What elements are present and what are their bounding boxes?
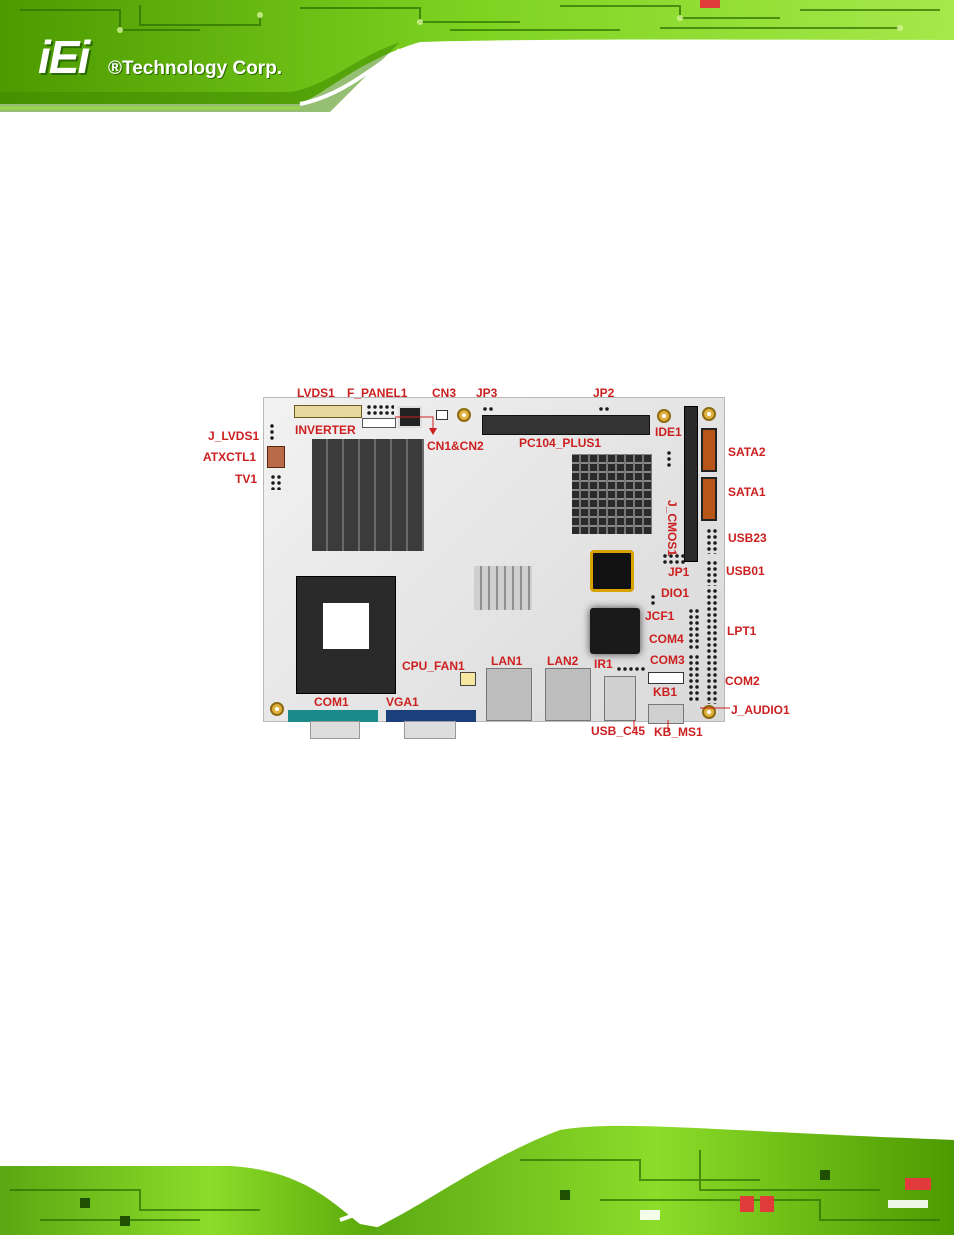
label-sata1: SATA1 (728, 485, 766, 499)
company-logo: iEi ®Technology Corp. (38, 30, 298, 85)
label-jp1: JP1 (668, 565, 690, 579)
f-panel-header (366, 404, 394, 416)
label-tv1: TV1 (235, 472, 258, 486)
label-usb01: USB01 (726, 564, 765, 578)
mount-hole (457, 408, 471, 422)
label-j-audio1: J_AUDIO1 (731, 703, 790, 717)
label-com4: COM4 (649, 632, 684, 646)
label-com2: COM2 (725, 674, 760, 688)
lvds-connector (294, 405, 362, 418)
label-kb1: KB1 (653, 685, 678, 699)
inverter-connector (362, 418, 396, 428)
label-lvds1: LVDS1 (297, 386, 335, 400)
label-jp3: JP3 (476, 386, 498, 400)
com4-header (688, 608, 700, 650)
lpt1-header (706, 588, 718, 666)
label-lan2: LAN2 (547, 654, 579, 668)
com1-port (288, 710, 378, 722)
j-cmos-jumper (666, 450, 673, 468)
pcb-board (263, 397, 725, 739)
cpu-socket (296, 576, 396, 694)
logo-text: ®Technology Corp. (108, 58, 283, 79)
label-f-panel1: F_PANEL1 (347, 386, 408, 400)
label-dio1: DIO1 (661, 586, 690, 600)
northbridge-heatsink (312, 439, 424, 551)
circuit-banner-graphic (0, 0, 954, 115)
label-ide1: IDE1 (655, 425, 682, 439)
jp1-jumper (662, 553, 686, 565)
label-cn1-cn2: CN1&CN2 (427, 439, 484, 453)
j-lvds-jumper (269, 423, 276, 441)
label-usb23: USB23 (728, 531, 767, 545)
footer-banner (0, 1120, 954, 1235)
leader-lines (395, 416, 730, 731)
label-sata2: SATA2 (728, 445, 766, 459)
board-layout-figure: LVDS1 F_PANEL1 CN3 JP3 JP2 INVERTER CN1&… (0, 380, 954, 760)
controller-chip (590, 608, 640, 654)
lpc-chip (590, 550, 634, 592)
label-jp2: JP2 (593, 386, 615, 400)
small-heatsink (474, 566, 532, 610)
vga1-shell (404, 721, 456, 739)
label-jcf1: JCF1 (645, 609, 675, 623)
tv1-header (270, 474, 282, 490)
sata2-connector (701, 428, 717, 472)
southbridge-heatsink (572, 454, 652, 534)
mount-hole (702, 407, 716, 421)
label-vga1: VGA1 (386, 695, 419, 709)
ir1-header (616, 666, 646, 672)
dio1-header (650, 594, 656, 606)
label-com1: COM1 (314, 695, 349, 709)
com2-header (706, 666, 718, 704)
usb01-header (706, 560, 718, 586)
lan1-port (486, 668, 532, 721)
usb-c45-port (604, 676, 636, 721)
label-cpu-fan1: CPU_FAN1 (402, 659, 465, 673)
pc104-plus-connector (482, 415, 650, 435)
sata1-connector (701, 477, 717, 521)
atxctl-connector (267, 446, 285, 468)
jp2-jumper (598, 406, 610, 412)
usb23-header (706, 528, 718, 554)
label-kb-ms1: KB_MS1 (654, 725, 703, 739)
label-j-lvds1: J_LVDS1 (208, 429, 260, 443)
cpu-fan-connector (460, 672, 476, 686)
label-pc104-plus1: PC104_PLUS1 (519, 436, 602, 450)
label-lan1: LAN1 (491, 654, 523, 668)
vga1-port (386, 710, 476, 722)
label-atxctl1: ATXCTL1 (203, 450, 257, 464)
label-j-cmos1: J_CMOS1 (665, 500, 679, 557)
circuit-footer-graphic (0, 1120, 954, 1235)
logo-mark: iEi (38, 31, 90, 83)
com3-header (688, 654, 700, 702)
cn3-connector (436, 410, 448, 420)
cpu-socket-center (323, 603, 369, 649)
header-banner: iEi ®Technology Corp. (0, 0, 954, 115)
kb1-connector (648, 672, 684, 684)
lan2-port (545, 668, 591, 721)
ide-connector (684, 406, 698, 562)
mount-hole (657, 409, 671, 423)
mount-hole (270, 702, 284, 716)
label-inverter: INVERTER (295, 423, 356, 437)
label-ir1: IR1 (594, 657, 613, 671)
label-usb-c45: USB_C45 (591, 724, 646, 738)
com1-shell (310, 721, 360, 739)
kb-ms-port (648, 704, 684, 724)
label-cn3: CN3 (432, 386, 457, 400)
label-com3: COM3 (650, 653, 685, 667)
label-lpt1: LPT1 (727, 624, 757, 638)
jp3-jumper (482, 406, 494, 412)
